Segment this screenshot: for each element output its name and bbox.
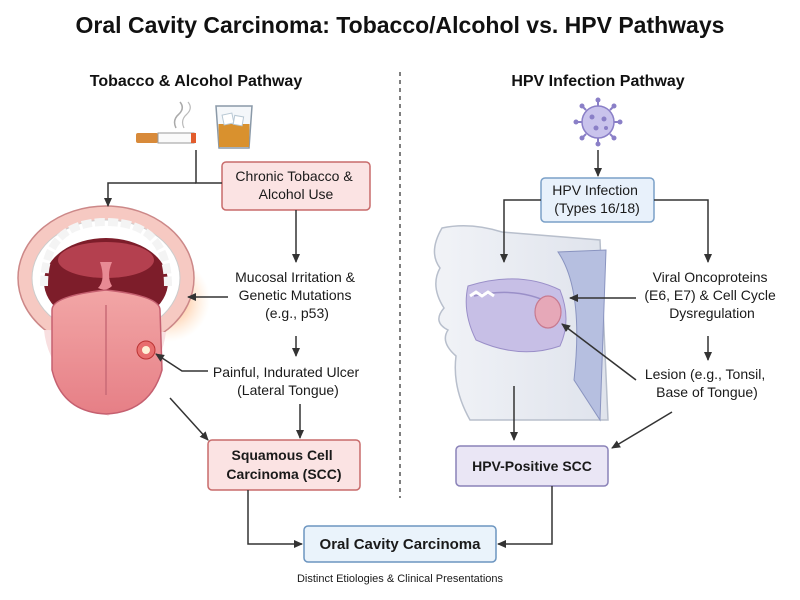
- oral-cavity-carcinoma-box: [303, 525, 497, 563]
- page-title: Oral Cavity Carcinoma: Tobacco/Alcohol v…: [76, 12, 725, 38]
- mucosal-irritation-label: Mucosal Irritation & Genetic Mutations (…: [235, 269, 359, 321]
- arrow-hpv-to-oncoproteins: [654, 199, 712, 263]
- diagram-caption: Distinct Etiologies & Clinical Presentat…: [297, 573, 504, 585]
- lesion-label: Lesion (e.g., Tonsil, Base of Tongue): [645, 366, 769, 400]
- cigarette-icon: [136, 101, 196, 144]
- head-sagittal-illustration: [433, 225, 609, 422]
- ulcer-label: Painful, Indurated Ulcer (Lateral Tongue…: [213, 364, 363, 398]
- arrow-hpv-to-head: [500, 199, 541, 263]
- chronic-use-label: Chronic Tobacco & Alcohol Use: [235, 168, 356, 202]
- viral-oncoproteins-label: Viral Oncoproteins (E6, E7) & Cell Cycle…: [644, 269, 779, 321]
- arrow-lesion-to-tonsil: [561, 323, 637, 381]
- oral-cavity-carcinoma-label: Oral Cavity Carcinoma: [320, 536, 482, 553]
- arrow-lesion-to-hpv-scc: [611, 411, 673, 449]
- arrow-ulcer-to-lesion: [155, 353, 208, 372]
- arrow-mouth-to-scc: [169, 397, 209, 441]
- connector-icons-to-chronic-use: [195, 150, 222, 184]
- arrow-scc-to-carcinoma: [247, 490, 303, 548]
- open-mouth-illustration: [17, 205, 210, 416]
- squamous-cell-carcinoma-box: [207, 439, 361, 491]
- hpv-positive-scc-label: HPV-Positive SCC: [472, 458, 592, 474]
- hpv-positive-scc-box: [455, 445, 609, 487]
- virus-icon: [573, 97, 623, 147]
- whiskey-glass-icon: [215, 105, 253, 149]
- hpv-infection-label: HPV Infection (Types 16/18): [552, 182, 642, 216]
- arrow-to-mouth: [104, 182, 196, 207]
- squamous-cell-carcinoma-label: Squamous Cell Carcinoma (SCC): [226, 447, 341, 482]
- arrow-hpv-scc-to-carcinoma: [497, 486, 553, 548]
- right-pathway-heading: HPV Infection Pathway: [511, 73, 684, 90]
- left-pathway-heading: Tobacco & Alcohol Pathway: [90, 73, 303, 90]
